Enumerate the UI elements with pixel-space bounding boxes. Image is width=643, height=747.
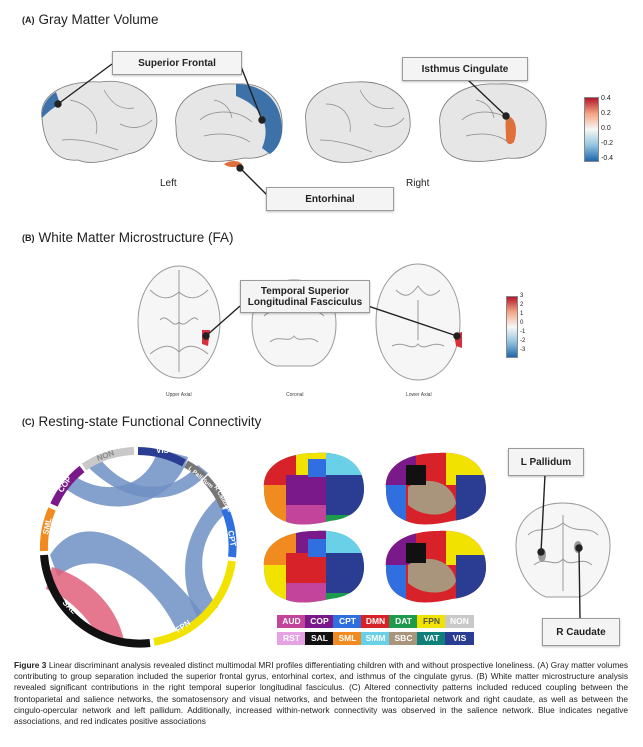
sector-l-pallidum [183,460,207,481]
panel-a-brains [41,63,547,197]
panel-b-heading: White Matter Microstructure (FA) [38,230,234,245]
panel-b-leader-lines [202,305,461,340]
chord-fpn-caudate [185,499,226,621]
brain-parcel-right-lateral [263,530,364,603]
legend-sml: SML [333,632,362,645]
colorbar-a-tick: 0.2 [601,110,611,117]
chord-cop-pallidum [88,459,208,498]
sector-vis [137,447,186,467]
colorbar-b-tick: -3 [520,347,526,353]
sector-cop [50,465,85,507]
legend-fpn: FPN [417,615,446,628]
legend-aud: AUD [277,615,306,628]
chord-fpn-sal [50,531,204,633]
panel-c-letter: (C) [22,417,35,427]
colorbar-b-tick: -2 [520,338,526,344]
hemi-left-label: Left [160,178,177,189]
chord-diagram: VIS L Pallidum R Caudate CPT FPN SAL SML… [39,446,238,648]
callout-entorhinal-label: Entorhinal [305,193,355,205]
legend-sbc: SBC [389,632,418,645]
legend-cop: COP [305,615,334,628]
legend-smm: SMM [361,632,390,645]
colorbar-b-tick: -1 [520,329,526,335]
slice-lower-axial [375,263,461,381]
callout-l-pallidum-label: L Pallidum [520,456,572,468]
colorbar-b-tick: 0 [520,320,524,326]
sector-fpn [153,560,236,646]
legend-rst: RST [277,632,306,645]
callout-isthmus-cingulate-label: Isthmus Cingulate [421,63,509,75]
chord-label-vis: VIS [156,446,170,455]
callout-r-caudate: R Caudate [542,618,620,646]
brain-right-medial [439,83,547,162]
sector-sml [39,507,56,552]
brain-right-lateral [305,81,411,163]
colorbar-a-tick: -0.2 [601,140,614,147]
chord-label-cpt: CPT [226,530,238,547]
legend-dmn: DMN [361,615,390,628]
callout-l-pallidum: L Pallidum [508,448,584,476]
panel-b-title: (B)White Matter Microstructure (FA) [22,230,234,245]
colorbar-a-tick: 0.4 [601,95,611,102]
legend-dat: DAT [389,615,418,628]
sector-r-caudate [202,475,228,509]
legend-cpt: CPT [333,615,362,628]
panel-c-title: (C)Resting-state Functional Connectivity [22,414,261,429]
parcellation-brains [263,452,486,603]
callout-entorhinal: Entorhinal [266,187,394,211]
callout-superior-frontal: Superior Frontal [112,51,242,75]
callout-slf: Temporal Superior Longitudinal Fasciculu… [240,280,370,313]
figure-caption: Figure 3 Linear discriminant analysis re… [14,660,628,727]
colorbar-a-tick: -0.4 [601,155,614,162]
brain-parcel-right-medial [385,530,486,603]
panel-c-heading: Resting-state Functional Connectivity [38,414,262,429]
colorbar-b-tick: 1 [520,311,524,317]
callout-slf-line1: Temporal Superior [260,285,350,297]
slice-upper-axial [137,265,221,379]
legend-sal: SAL [305,632,334,645]
sector-non [81,447,135,471]
panel-b-letter: (B) [22,233,35,243]
panel-a-colorbar [584,97,599,162]
legend-vis: VIS [445,632,474,645]
hemi-right-label: Right [406,178,430,189]
callout-superior-frontal-label: Superior Frontal [138,57,216,69]
panel-a-leader-lines [54,63,510,197]
colorbar-a-tick: 0.0 [601,125,611,132]
brain-left-lateral [41,80,158,163]
sector-cpt [221,507,237,558]
panel-a-letter: (A) [22,15,35,25]
slice-label-lower-axial: Lower Axial [406,392,432,398]
caption-label: Figure 3 [14,660,47,670]
panel-a-title: (A)Gray Matter Volume [22,12,159,27]
slice-label-coronal: Coronal [286,392,304,398]
colorbar-b-tick: 2 [520,302,524,308]
legend-non: NON [445,615,474,628]
callout-r-caudate-label: R Caudate [556,626,606,638]
sector-sal [40,554,151,648]
chord-label-sml: SML [41,517,53,535]
callout-slf-line2: Longitudinal Fasciculus [247,296,363,308]
chord-ribbons [46,449,226,641]
panel-b-colorbar [506,296,518,358]
colorbar-b-tick: 3 [520,293,524,299]
chord-sectors [39,447,237,648]
brain-parcel-left-medial [385,452,486,525]
callout-isthmus-cingulate: Isthmus Cingulate [402,57,528,81]
chord-sal-sal [46,567,124,641]
caption-text: Linear discriminant analysis revealed di… [14,660,628,727]
slice-label-upper-axial: Upper Axial [166,392,192,398]
legend-vat: VAT [417,632,446,645]
panel-a-heading: Gray Matter Volume [38,12,159,27]
